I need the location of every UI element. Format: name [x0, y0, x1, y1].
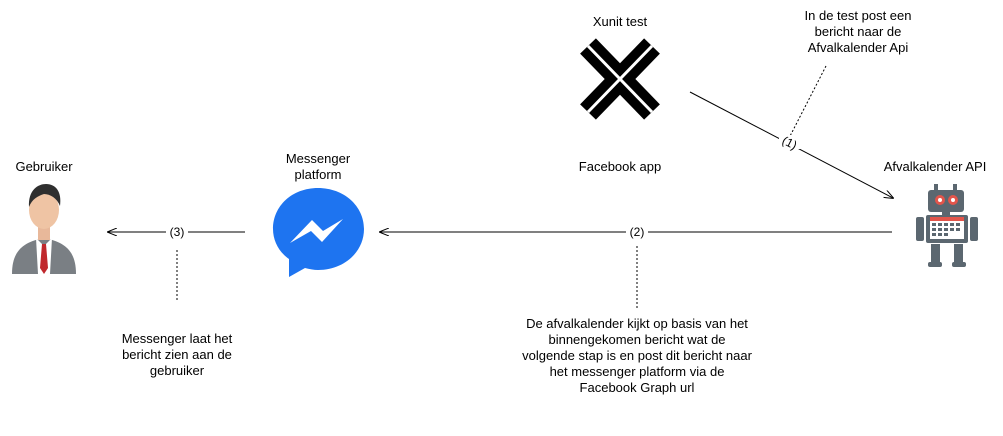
node-label-user: Gebruiker: [15, 159, 73, 174]
node-label-xunit: Xunit test: [592, 14, 648, 29]
note-1-connector: [786, 65, 827, 143]
note-step-1: In de test post een bericht naar de Afva…: [804, 8, 912, 55]
node-label-messenger: Messenger platform: [285, 151, 351, 182]
user-avatar-icon: [12, 184, 76, 274]
edge-2-label: (2): [630, 225, 645, 239]
note-step-2: De afvalkalender kijkt op basis van het …: [522, 316, 752, 395]
edge-1-label: (1): [780, 133, 799, 152]
robot-icon: [916, 184, 978, 267]
xunit-x-icon: [580, 38, 660, 120]
node-label-facebook-app: Facebook app: [578, 159, 662, 174]
edge-3-label: (3): [170, 225, 185, 239]
node-label-api: Afvalkalender API: [883, 159, 987, 174]
note-step-3: Messenger laat het bericht zien aan de g…: [121, 331, 233, 378]
messenger-icon: [273, 188, 364, 277]
